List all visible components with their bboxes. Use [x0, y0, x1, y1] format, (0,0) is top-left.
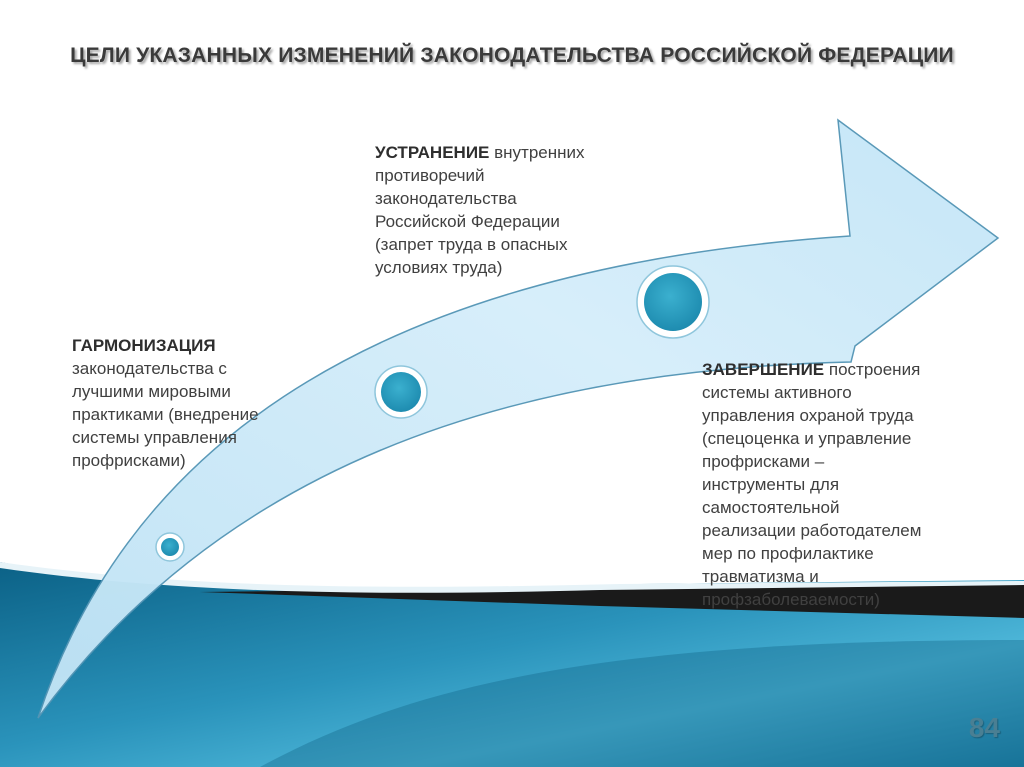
stage-line: профзаболеваемости): [702, 590, 880, 609]
stage-line: (запрет труда в опасных: [375, 235, 568, 254]
stage-line: Российской Федерации: [375, 212, 560, 231]
stage-line: мер по профилактике: [702, 544, 874, 563]
page-number: 84: [968, 712, 1000, 743]
bottom-wave-band: [0, 562, 1024, 767]
stage-line: самостоятельной: [702, 498, 840, 517]
progress-arrow: [37, 118, 1000, 719]
stage-marker-1: [155, 532, 185, 562]
stage-completion-text: ЗАВЕРШЕНИЕ построения системы активного …: [702, 358, 962, 611]
stage-line: лучшими мировыми: [72, 382, 231, 401]
stage-line: инструменты для: [702, 475, 840, 494]
stage-line: реализации работодателем: [702, 521, 922, 540]
stage-heading: ГАРМОНИЗАЦИЯ: [72, 336, 216, 355]
stage-line: (спецоценка и управление: [702, 429, 912, 448]
stage-line: профрисками): [72, 451, 186, 470]
stage-marker-3: [636, 265, 710, 339]
stage-line: управления охраной труда: [702, 406, 914, 425]
stage-line: построения: [828, 360, 921, 379]
stage-line: травматизма и: [702, 567, 819, 586]
stage-harmonization-text: ГАРМОНИЗАЦИЯ законодательства с лучшими …: [72, 334, 302, 472]
stage-line: системы управления: [72, 428, 237, 447]
stage-heading: УСТРАНЕНИЕ: [375, 143, 490, 162]
stage-line: системы активного: [702, 383, 852, 402]
slide-title: ЦЕЛИ УКАЗАННЫХ ИЗМЕНЕНИЙ ЗАКОНОДАТЕЛЬСТВ…: [70, 44, 954, 67]
stage-heading: ЗАВЕРШЕНИЕ: [702, 360, 825, 379]
stage-line: противоречий: [375, 166, 485, 185]
stage-line: условиях труда): [375, 258, 503, 277]
stage-line: практиками (внедрение: [72, 405, 259, 424]
stage-line: внутренних: [494, 143, 585, 162]
stage-line: профрисками –: [702, 452, 825, 471]
stage-marker-2: [374, 365, 428, 419]
stage-elimination-text: УСТРАНЕНИЕ внутренних противоречий закон…: [375, 141, 635, 279]
stage-line: законодательства: [375, 189, 517, 208]
stage-line: законодательства с: [72, 359, 227, 378]
